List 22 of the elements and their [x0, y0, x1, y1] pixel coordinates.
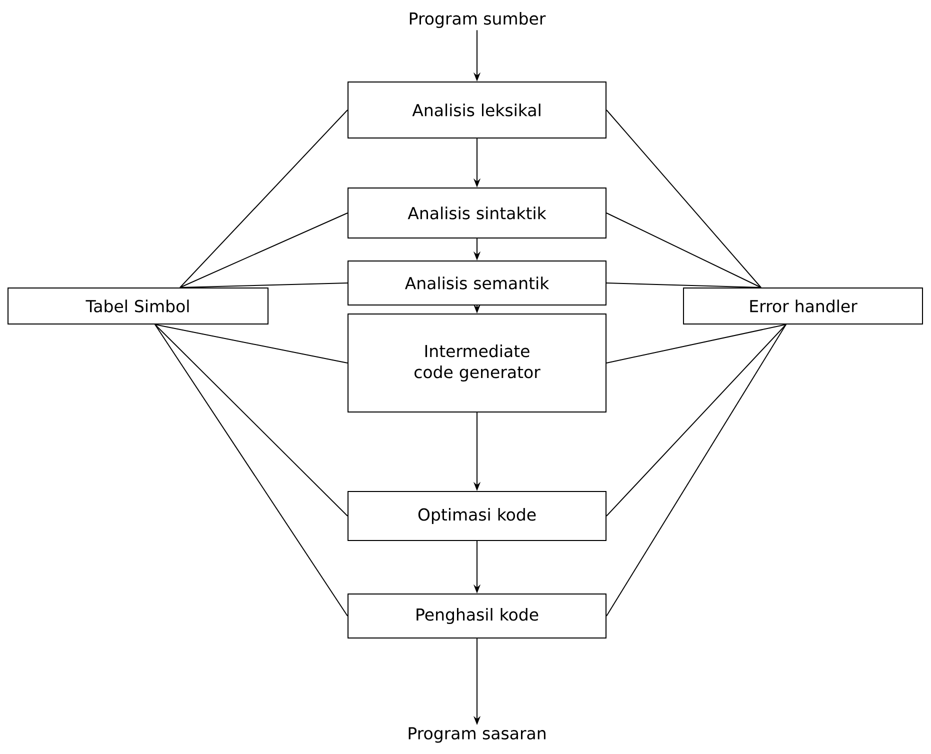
connector-line: [606, 324, 786, 616]
connector-line: [606, 212, 762, 288]
process-box: Intermediate code generator: [348, 314, 606, 412]
connector-line: [606, 282, 762, 288]
io-label: Program sumber: [410, 12, 546, 28]
process-box: Error handler: [683, 288, 923, 324]
io-label: Program sasaran: [408, 727, 546, 743]
connector-line: [180, 212, 348, 288]
connector-line: [606, 324, 786, 364]
connector-line: [606, 110, 762, 288]
process-box: Analisis semantik: [348, 260, 606, 306]
process-box: Penghasil kode: [348, 594, 606, 638]
connector-line: [154, 324, 348, 364]
process-box: Tabel Simbol: [8, 288, 268, 324]
connector-line: [154, 324, 348, 516]
connector-line: [180, 110, 348, 288]
process-box: Optimasi kode: [348, 491, 606, 541]
process-box: Analisis leksikal: [348, 82, 606, 138]
connector-line: [180, 282, 348, 288]
process-box: Analisis sintaktik: [348, 188, 606, 238]
connector-line: [606, 324, 786, 516]
connector-line: [154, 324, 348, 616]
